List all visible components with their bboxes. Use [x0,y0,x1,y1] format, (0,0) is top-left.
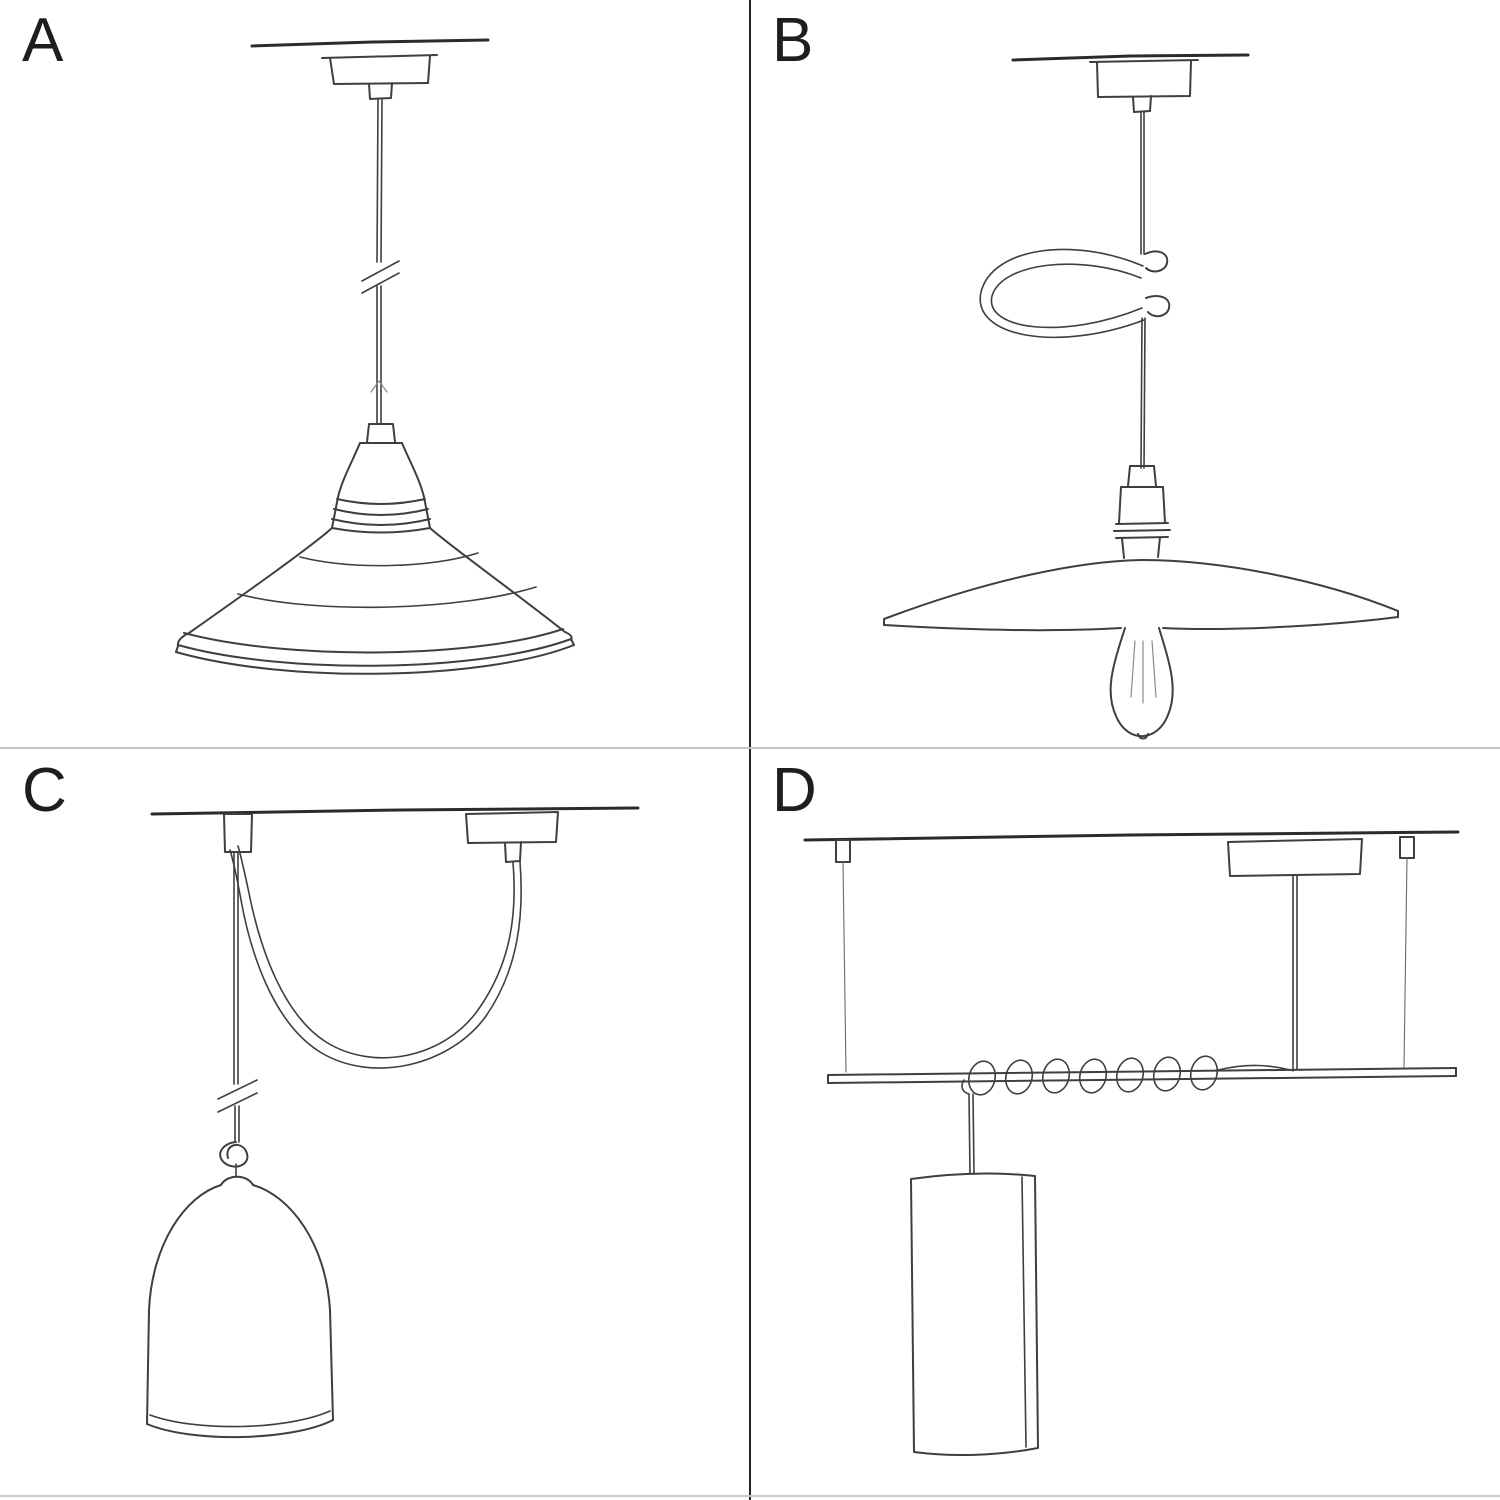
coiled-cable [961,1055,1291,1096]
drop-cable [968,1093,975,1175]
light-bulb [1109,627,1174,740]
pendant-cable [1140,111,1146,469]
cable-clip [1144,250,1171,318]
right-hanger [1399,836,1415,1068]
flat-shade [883,559,1399,632]
tube-shade [910,1172,1039,1457]
panel-d: D [750,750,1500,1500]
cable-length-mark [217,1079,258,1113]
cable-knot [219,1141,249,1177]
pendant-cable [376,98,383,425]
panel-c: C [0,750,750,1500]
panel-a: A [0,0,750,750]
pendant-cable-clip-loop-flat-shade-bulb-sketch [883,53,1399,740]
pendant-swag-hook-bell-shade-sketch [146,806,640,1439]
ceiling-rose [465,811,559,863]
cable-loop [979,248,1145,339]
ceiling-rose [1227,838,1363,1072]
ceiling-rose [321,54,438,100]
ceiling-line [1011,53,1250,62]
bell-shade [146,1175,334,1439]
swag-cable [229,845,522,1069]
panel-a-label: A [22,6,65,75]
horizontal-divider [0,747,1500,749]
ceiling-line [150,806,640,816]
ceiling-line [250,38,490,48]
ceiling-hook [223,813,253,853]
pendant-straight-drop-industrial-shade-sketch [175,38,575,675]
panel-c-label: C [22,756,68,825]
ceiling-line [803,830,1460,842]
drop-cable [233,851,240,1143]
industrial-shade [175,527,575,675]
ceiling-rose [1089,59,1199,113]
cable-arrow-mark [370,379,388,393]
lamp-holder [331,423,431,529]
pendant-bar-coiled-cable-tube-shade-sketch [803,830,1460,1457]
lamp-holder [1113,465,1171,559]
vertical-divider [749,0,751,1500]
panel-b: B [750,0,1500,750]
bottom-border-line [0,1495,1500,1497]
panel-d-label: D [772,756,818,825]
cable-length-mark [361,260,400,294]
panel-b-label: B [772,6,815,75]
left-hanger [835,839,851,1073]
